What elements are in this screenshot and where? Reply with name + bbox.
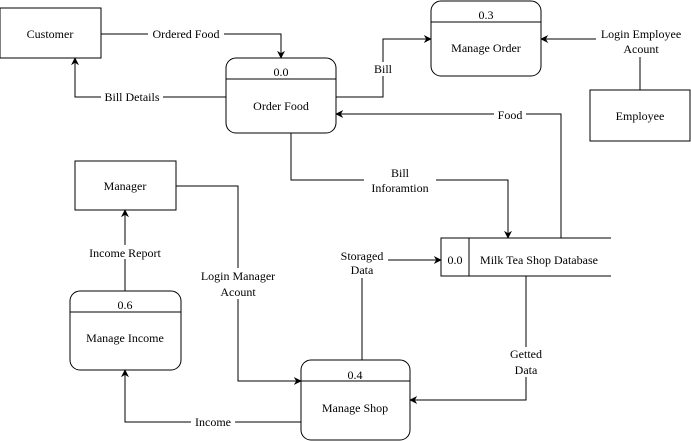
process-order-food-name: Order Food xyxy=(253,99,309,113)
process-manage-order-name: Manage Order xyxy=(451,41,521,55)
entity-customer-label: Customer xyxy=(27,27,74,41)
entity-employee: Employee xyxy=(589,89,691,142)
flow-label-bill-information-line1: Bill xyxy=(391,166,410,180)
flow-label-food: Food xyxy=(498,108,523,122)
flow-label-bill-details: Bill Details xyxy=(105,90,160,104)
flow-label-bill: Bill xyxy=(374,62,393,76)
flow-label-login-employee-line1: Login Employee xyxy=(601,27,681,41)
flow-label-income-report: Income Report xyxy=(89,246,161,260)
process-manage-order: 0.3 Manage Order xyxy=(430,0,542,77)
flow-label-storaged-data-line1: Storaged xyxy=(341,249,384,263)
flow-label-login-employee-line2: Acount xyxy=(623,42,659,56)
flow-income-line xyxy=(121,369,301,423)
process-order-food: 0.0 Order Food xyxy=(225,57,337,134)
entity-manager-label: Manager xyxy=(104,179,147,193)
process-manage-order-id: 0.3 xyxy=(479,8,494,22)
datastore-milk-tea-shop: 0.0 Milk Tea Shop Database xyxy=(440,237,611,277)
entity-customer: Customer xyxy=(0,7,102,59)
flow-food-line xyxy=(335,110,562,238)
flow-label-login-manager-line1: Login Manager xyxy=(201,269,275,283)
flow-label-bill-information-line2: Inforamtion xyxy=(371,181,428,195)
entity-employee-label: Employee xyxy=(616,109,665,123)
flow-label-storaged-data-line2: Data xyxy=(351,263,374,277)
flow-getted-data-line xyxy=(409,276,527,404)
datastore-id: 0.0 xyxy=(448,253,463,267)
flow-bill-details-line xyxy=(71,57,226,98)
entity-manager: Manager xyxy=(74,160,177,211)
process-manage-income: 0.6 Manage Income xyxy=(69,290,182,371)
datastore-name: Milk Tea Shop Database xyxy=(480,253,598,267)
flow-label-ordered-food: Ordered Food xyxy=(153,27,220,41)
process-manage-shop-name: Manage Shop xyxy=(322,401,388,415)
process-manage-shop-id: 0.4 xyxy=(348,368,363,382)
process-manage-income-name: Manage Income xyxy=(86,331,164,345)
flow-label-getted-data-line1: Getted xyxy=(510,347,542,361)
process-manage-income-id: 0.6 xyxy=(118,298,133,312)
process-order-food-id: 0.0 xyxy=(274,65,289,79)
flow-label-login-manager-line2: Acount xyxy=(220,285,256,299)
flow-label-income: Income xyxy=(195,415,231,429)
flow-label-getted-data-line2: Data xyxy=(515,363,538,377)
process-manage-shop: 0.4 Manage Shop xyxy=(300,359,411,441)
